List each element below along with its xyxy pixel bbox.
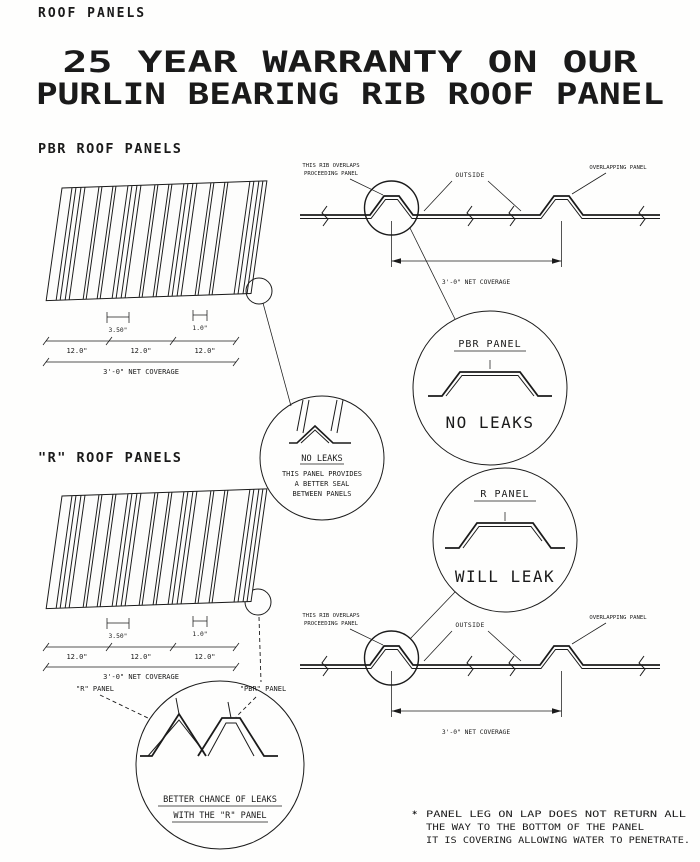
leak-detail-line1: BETTER CHANCE OF LEAKS xyxy=(163,795,277,805)
page-title-line2: PURLIN BEARING RIB ROOF PANEL xyxy=(36,77,664,111)
r-cross-section xyxy=(299,630,661,718)
pbr-section-heading: PBR ROOF PANELS xyxy=(38,141,182,157)
r-dim-rib: 1.0" xyxy=(192,631,207,638)
r-cross-section-labels: THIS RIB OVERLAPS PROCEEDING PANEL OUTSI… xyxy=(302,613,647,736)
xs-top-coverage: 3'-0" NET COVERAGE xyxy=(442,279,510,286)
detail-connectors xyxy=(262,227,456,640)
xs-bot-overlap-label-2: PROCEEDING PANEL xyxy=(304,621,359,627)
page-title-line1: 25 YEAR WARRANTY ON OUR xyxy=(63,45,639,79)
r-panel-label: "R" PANEL xyxy=(76,685,114,693)
pbr-panel-perspective xyxy=(42,181,271,301)
r-dim-seg3: 12.0" xyxy=(194,653,215,661)
r-dim-coverage: 3'-0" NET COVERAGE xyxy=(103,673,179,681)
leak-detail-line2: WITH THE "R" PANEL xyxy=(173,811,266,821)
xs-bot-overlapping-label: OVERLAPPING PANEL xyxy=(589,615,647,621)
pbr-panel-dimensions: 3.50" 1.0" 12.0" 12.0" 12.0" 3'-0" NET C… xyxy=(42,310,240,376)
seal-detail-title: NO LEAKS xyxy=(301,454,342,464)
pbr-dim-seg3: 12.0" xyxy=(194,347,215,355)
pbr-detail-title: PBR PANEL xyxy=(458,339,521,350)
seal-detail-circle: NO LEAKS THIS PANEL PROVIDES A BETTER SE… xyxy=(259,395,385,521)
pbr-detail-verdict: NO LEAKS xyxy=(445,413,534,432)
r-dim-seg1: 12.0" xyxy=(66,653,87,661)
xs-bot-overlap-label-1: THIS RIB OVERLAPS xyxy=(302,613,359,619)
xs-bot-coverage: 3'-0" NET COVERAGE xyxy=(442,729,510,736)
seal-detail-line3: BETWEEN PANELS xyxy=(292,490,351,498)
pbr-cross-section-labels: THIS RIB OVERLAPS PROCEEDING PANEL OUTSI… xyxy=(302,163,647,286)
pbr-dim-seg1: 12.0" xyxy=(66,347,87,355)
footnote-line1: PANEL LEG ON LAP DOES NOT RETURN ALL xyxy=(426,810,686,820)
footnote-marker: * xyxy=(412,810,417,820)
xs-top-overlap-label-2: PROCEEDING PANEL xyxy=(304,171,359,177)
r-detail-title: R PANEL xyxy=(480,489,529,500)
panel-label-leaders xyxy=(99,616,262,720)
footnote: * PANEL LEG ON LAP DOES NOT RETURN ALL T… xyxy=(412,810,690,846)
leak-detail-circle: BETTER CHANCE OF LEAKS WITH THE "R" PANE… xyxy=(135,680,305,850)
pbr-dim-rib: 1.0" xyxy=(192,325,207,332)
xs-bot-outside-label: OUTSIDE xyxy=(455,622,484,629)
xs-top-overlapping-label: OVERLAPPING PANEL xyxy=(589,165,647,171)
footnote-line3: IT IS COVERING ALLOWING WATER TO PENETRA… xyxy=(426,836,690,846)
r-section-heading: "R" ROOF PANELS xyxy=(38,450,182,466)
r-dim-depth: 3.50" xyxy=(109,633,128,640)
seal-detail-line2: A BETTER SEAL xyxy=(295,480,350,488)
r-dim-seg2: 12.0" xyxy=(130,653,151,661)
seal-detail-line1: THIS PANEL PROVIDES xyxy=(282,470,362,478)
r-detail-verdict: WILL LEAK xyxy=(455,567,555,586)
pbr-panel-detail-marker xyxy=(245,277,273,305)
xs-top-overlap-label-1: THIS RIB OVERLAPS xyxy=(302,163,359,169)
r-panel-dimensions: 3.50" 1.0" 12.0" 12.0" 12.0" 3'-0" NET C… xyxy=(42,616,240,681)
pbr-detail-circle: PBR PANEL NO LEAKS xyxy=(412,310,568,466)
r-panel-perspective xyxy=(42,489,271,609)
footnote-line2: THE WAY TO THE BOTTOM OF THE PANEL xyxy=(426,823,644,833)
pbr-panel-label: "PBR" PANEL xyxy=(240,685,286,693)
pbr-cross-section xyxy=(299,180,661,268)
page-eyebrow: ROOF PANELS xyxy=(38,6,146,21)
pbr-dim-coverage: 3'-0" NET COVERAGE xyxy=(103,368,179,376)
xs-top-outside-label: OUTSIDE xyxy=(455,172,484,179)
r-detail-circle: R PANEL WILL LEAK xyxy=(432,467,578,613)
pbr-dim-depth: 3.50" xyxy=(109,327,128,334)
pbr-dim-seg2: 12.0" xyxy=(130,347,151,355)
